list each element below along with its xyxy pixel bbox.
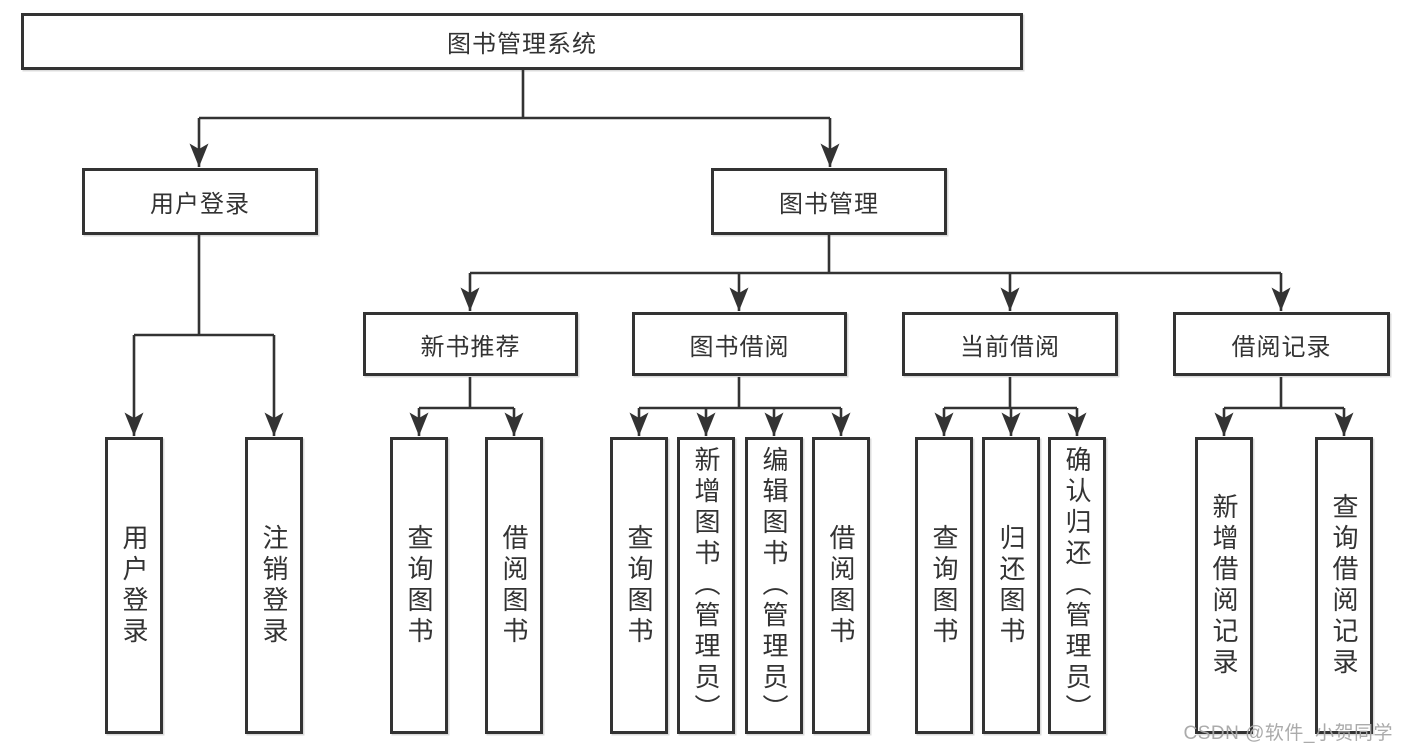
leaf-add-book-admin: 新增图书（管理员） [677, 437, 735, 734]
node-book-management: 图书管理 [711, 168, 947, 235]
leaf-query-books-recommend: 查询图书 [390, 437, 448, 734]
leaf-user-login: 用户登录 [105, 437, 163, 734]
connector-arrows [124, 118, 1354, 436]
leaf-edit-book-admin: 编辑图书（管理员） [745, 437, 803, 734]
leaf-borrow-books-recommend: 借阅图书 [485, 437, 543, 734]
node-borrow-records: 借阅记录 [1173, 312, 1390, 376]
leaf-borrow-books: 借阅图书 [812, 437, 870, 734]
leaf-query-borrow-record: 查询借阅记录 [1315, 437, 1373, 734]
leaf-add-borrow-record: 新增借阅记录 [1195, 437, 1253, 734]
leaf-return-book: 归还图书 [982, 437, 1040, 734]
node-current-borrow: 当前借阅 [902, 312, 1118, 376]
leaf-query-books-current: 查询图书 [915, 437, 973, 734]
leaf-confirm-return-admin: 确认归还（管理员） [1048, 437, 1106, 734]
node-book-borrow: 图书借阅 [632, 312, 847, 376]
leaf-query-books-borrow: 查询图书 [610, 437, 668, 734]
node-system-root: 图书管理系统 [21, 13, 1023, 70]
connector-trunks [134, 70, 1344, 410]
node-new-book-recommend: 新书推荐 [363, 312, 578, 376]
leaf-logout: 注销登录 [245, 437, 303, 734]
csdn-watermark: CSDN @软件_小贺同学 [1183, 723, 1393, 744]
node-user-login: 用户登录 [82, 168, 318, 235]
